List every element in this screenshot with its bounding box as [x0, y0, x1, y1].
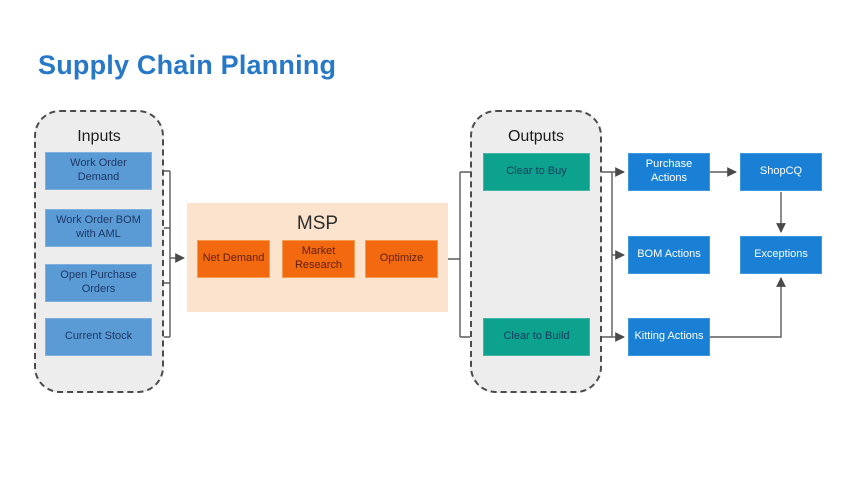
node-work-order-bom-with-aml: Work Order BOM with AML [45, 209, 152, 247]
node-purchase-actions: Purchase Actions [628, 153, 710, 191]
node-clear-to-buy: Clear to Buy [483, 153, 590, 191]
outputs-title: Outputs [507, 128, 565, 145]
node-market-research: Market Research [282, 240, 355, 278]
node-open-purchase-orders: Open Purchase Orders [45, 264, 152, 302]
node-optimize: Optimize [365, 240, 438, 278]
node-bom-actions: BOM Actions [628, 236, 710, 274]
node-exceptions: Exceptions [740, 236, 822, 274]
connector-kitting-to-exceptions [710, 277, 786, 338]
node-clear-to-build: Clear to Build [483, 318, 590, 356]
node-work-order-demand: Work Order Demand [45, 152, 152, 190]
node-kitting-actions: Kitting Actions [628, 318, 710, 356]
inputs-title: Inputs [77, 128, 121, 145]
page-title: Supply Chain Planning [38, 50, 337, 80]
node-net-demand: Net Demand [197, 240, 270, 278]
msp-title: MSP [296, 213, 339, 234]
node-current-stock: Current Stock [45, 318, 152, 356]
node-shopcq: ShopCQ [740, 153, 822, 191]
